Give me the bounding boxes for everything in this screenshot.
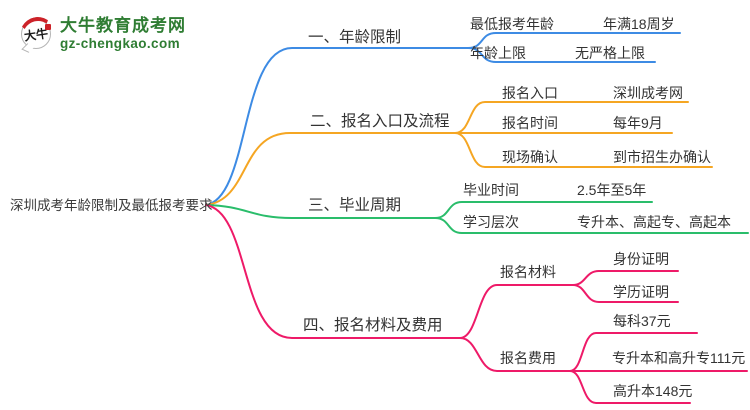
node-value-onsite-confirm: 到市招生办确认 xyxy=(613,149,711,165)
branch-graduation-connector xyxy=(205,201,749,234)
logo-badge-seal xyxy=(45,24,51,30)
branch-label-age-limit: 一、年龄限制 xyxy=(308,29,402,46)
branch-label-graduation: 三、毕业周期 xyxy=(308,197,402,214)
leaf-education-proof: 学历证明 xyxy=(613,284,669,300)
logo-site-name: 大牛教育成考网 xyxy=(60,16,186,35)
logo-badge-arc xyxy=(16,13,60,58)
branch-age-limit-connector xyxy=(205,32,681,206)
leaf-id-proof: 身份证明 xyxy=(613,251,669,267)
branch-label-registration: 二、报名入口及流程 xyxy=(310,113,450,130)
node-label-signup-time: 报名时间 xyxy=(502,115,558,131)
node-label-onsite-confirm: 现场确认 xyxy=(502,149,558,165)
node-label-study-level: 学习层次 xyxy=(463,214,519,230)
leaf-fee-zsb-gsz: 专升本和高升专111元 xyxy=(612,350,746,366)
node-label-min-age: 最低报考年龄 xyxy=(470,16,554,32)
node-label-materials: 报名材料 xyxy=(500,264,556,280)
node-label-fees: 报名费用 xyxy=(500,350,556,366)
logo-badge-icon: 大牛 xyxy=(16,13,60,58)
site-logo: 大牛 大牛教育成考网 gz-chengkao.com xyxy=(16,13,186,58)
node-value-max-age: 无严格上限 xyxy=(575,45,645,61)
branch-label-materials-fees: 四、报名材料及费用 xyxy=(303,317,443,334)
node-label-grad-time: 毕业时间 xyxy=(463,182,519,198)
logo-text-block: 大牛教育成考网 gz-chengkao.com xyxy=(60,16,186,52)
leaf-fee-per-subject: 每科37元 xyxy=(613,313,671,329)
node-label-entry-portal: 报名入口 xyxy=(502,85,558,101)
node-label-max-age: 年龄上限 xyxy=(470,45,526,61)
node-value-grad-time: 2.5年至5年 xyxy=(577,182,647,198)
branch-materials-fees-connector xyxy=(205,204,748,404)
node-value-study-level: 专升本、高起专、高起本 xyxy=(577,214,731,230)
branch-registration-connector xyxy=(205,101,713,206)
root-topic: 深圳成考年龄限制及最低报考要求 xyxy=(10,198,213,213)
leaf-fee-gsb: 高升本148元 xyxy=(613,383,693,399)
node-value-min-age: 年满18周岁 xyxy=(603,16,675,32)
node-value-signup-time: 每年9月 xyxy=(613,115,663,131)
logo-site-url: gz-chengkao.com xyxy=(60,36,181,51)
node-value-entry-portal: 深圳成考网 xyxy=(613,85,683,101)
